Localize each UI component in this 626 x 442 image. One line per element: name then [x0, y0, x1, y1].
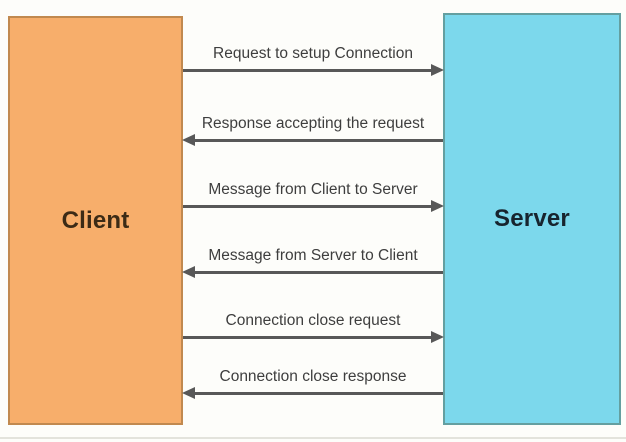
arrow-left-icon [182, 266, 443, 278]
message-label: Response accepting the request [201, 115, 425, 132]
arrow-right-icon [183, 64, 444, 76]
message-label: Message from Server to Client [208, 247, 418, 264]
message-label: Connection close request [225, 312, 401, 329]
message-label: Connection close response [219, 368, 407, 385]
client-box: Client [8, 16, 183, 425]
server-box: Server [443, 13, 621, 425]
client-label: Client [61, 206, 130, 234]
arrow-right-icon [183, 331, 444, 343]
arrow-left-icon [182, 134, 443, 146]
server-label: Server [494, 205, 570, 232]
arrow-left-icon [182, 387, 443, 399]
message-label: Request to setup Connection [213, 45, 413, 62]
arrow-right-icon [183, 200, 444, 212]
message-label: Message from Client to Server [208, 181, 418, 198]
image-bottom-edge-line [0, 437, 626, 439]
